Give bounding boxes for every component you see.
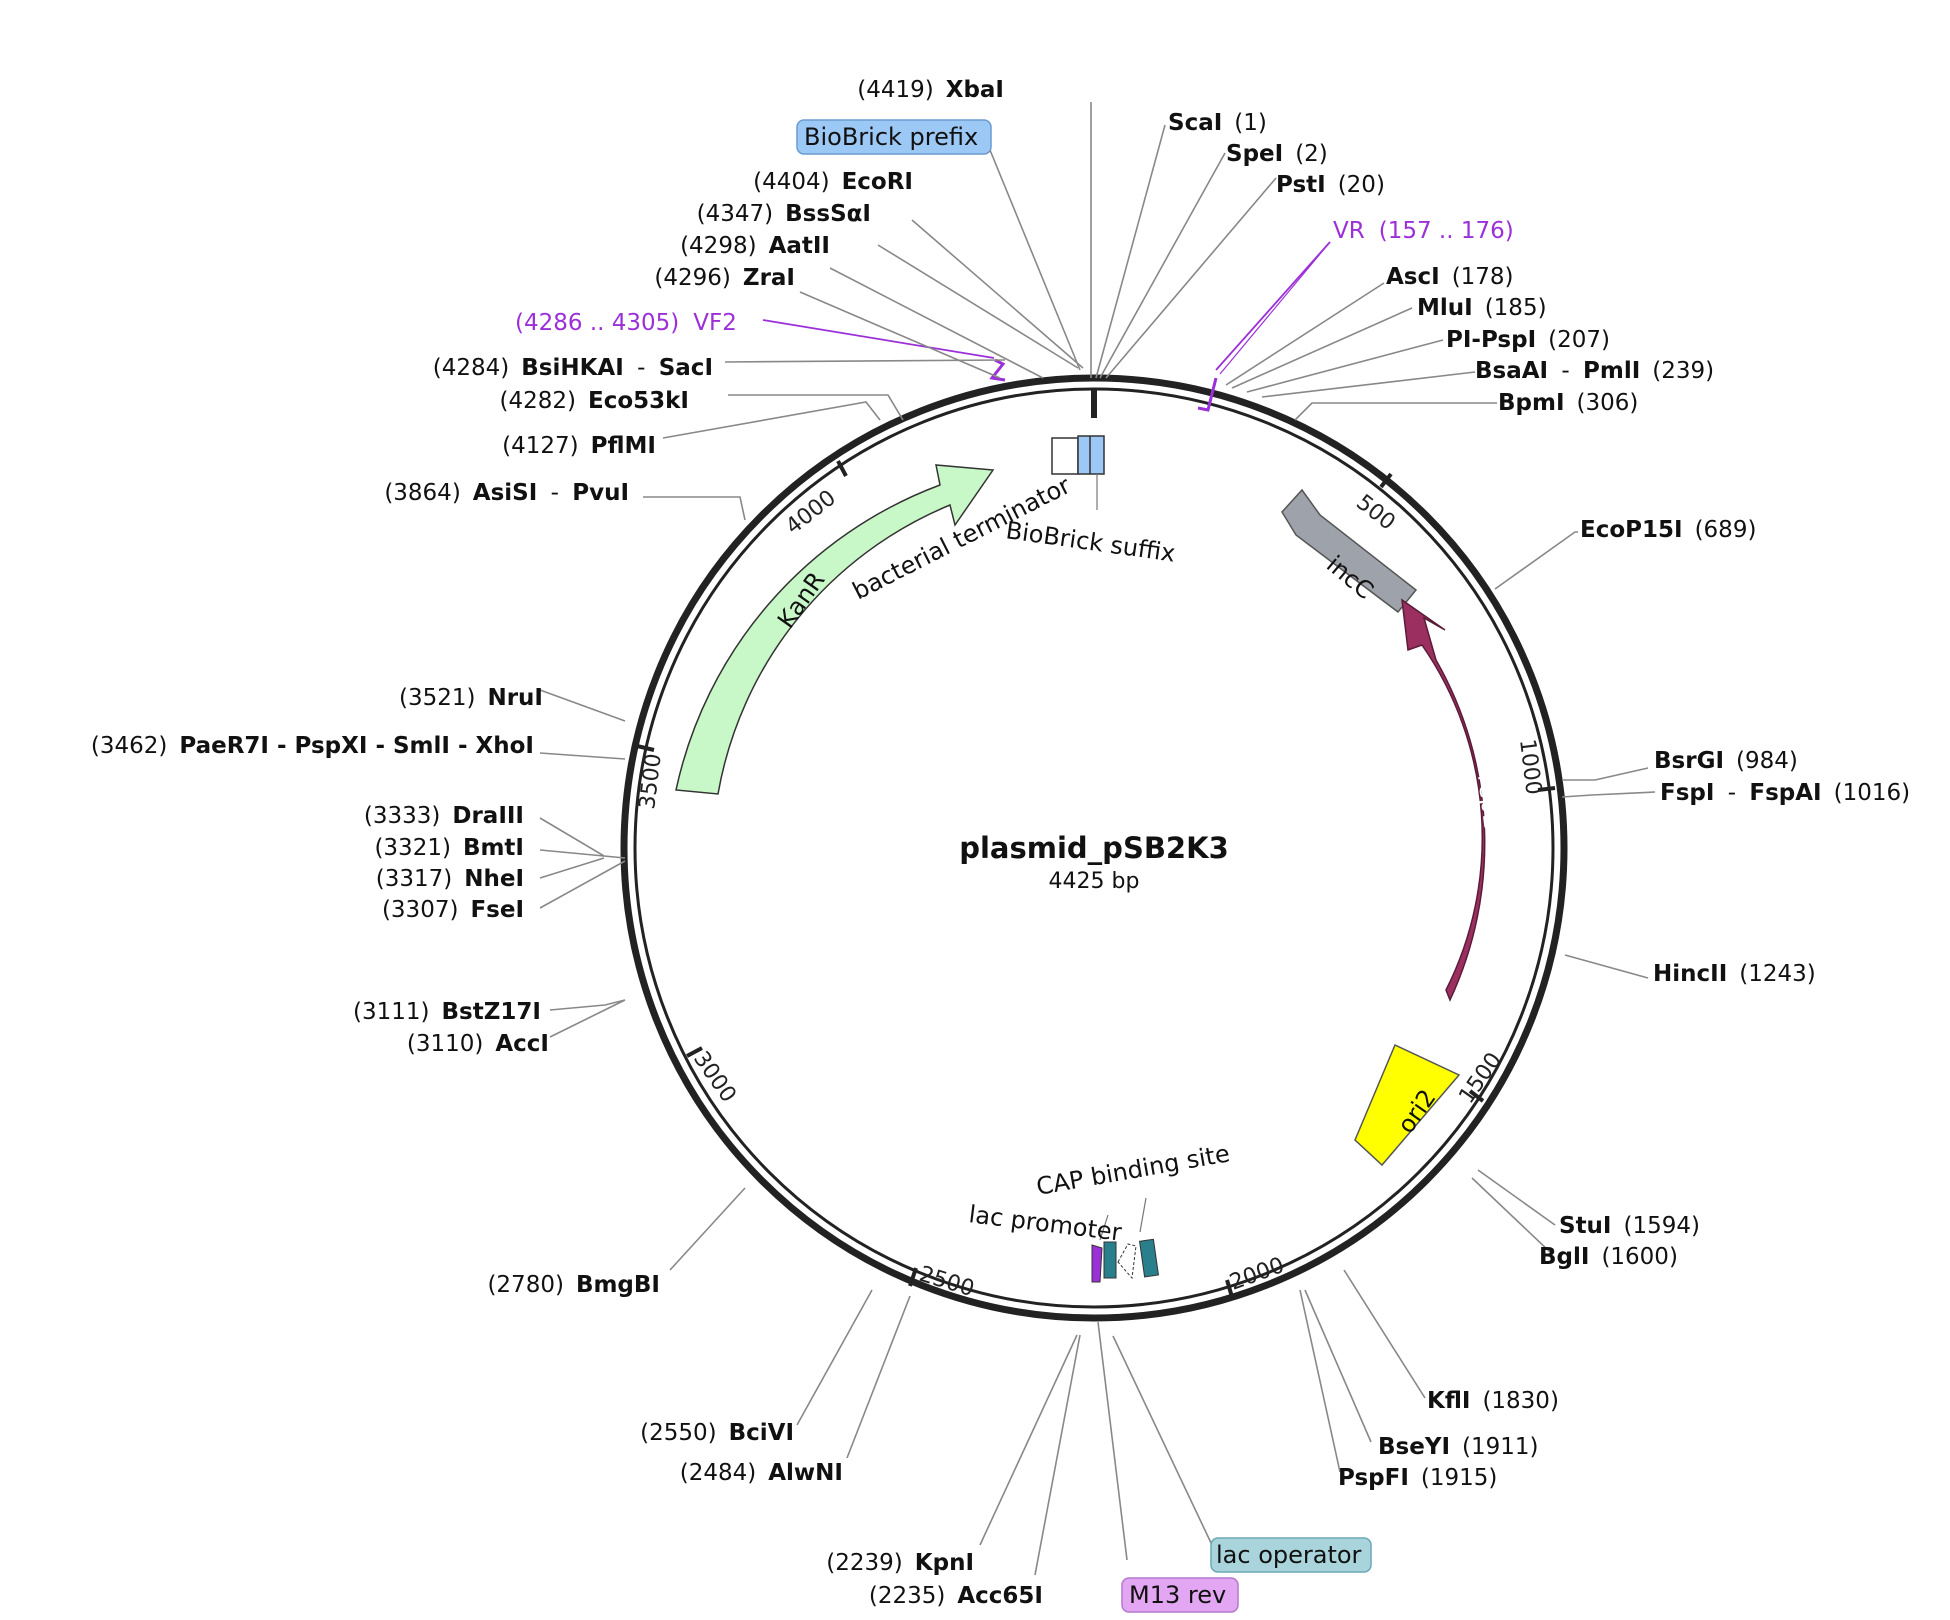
tick-label-3500: 3500 [635,752,667,811]
site-label-Eco53kI: (4282)Eco53kI [500,388,690,414]
site-labels-left: (4419)XbaI (4404)EcoRI (4347)BssSαI (429… [91,77,1043,1609]
lac-operator-label: lac operator [1216,1541,1362,1569]
feature-lac-promoter [1091,1244,1103,1283]
feature-lac-operator [1103,1241,1117,1279]
site-label-PspFI: PspFI(1915) [1338,1465,1497,1491]
leader-lines [539,102,1656,1576]
site-label-BsrGI: BsrGI(984) [1654,748,1798,774]
site-label-StuI: StuI(1594) [1559,1213,1700,1239]
site-label-BstZ17I: (3111)BstZ17I [353,999,541,1025]
site-label-AscI: AscI(178) [1386,264,1514,290]
feature-incC [1281,488,1418,614]
primer-VR-mark [1197,377,1218,412]
site-label-XbaI: (4419)XbaI [857,77,1004,103]
tick-label-1500: 1500 [1454,1048,1507,1108]
tick-mark-3500 [636,744,655,752]
site-label-ZraI: (4296)ZraI [654,265,795,291]
site-label-MluI: MluI(185) [1417,295,1547,321]
site-label-NruI: (3521)NruI [399,685,543,711]
plasmid-name: plasmid_pSB2K3 [959,831,1229,865]
tick-marks [636,390,1556,1298]
tick-mark-3000 [686,1046,703,1058]
feature-label-repE: repE [1472,772,1506,830]
tick-mark-2500 [908,1267,918,1287]
tick-mark-2000 [1225,1279,1234,1298]
primer-label-VF2: (4286 .. 4305) VF2 [515,310,737,336]
tick-mark-1000 [1537,786,1556,792]
primer-label-VR: VR (157 .. 176) [1333,218,1514,244]
feature-bacterial-terminator [1051,437,1079,475]
feature-ori2 [1354,1043,1461,1167]
site-label-FspI-FspAI: FspI - FspAI(1016) [1660,780,1910,806]
site-label-KflI: KflI(1830) [1427,1388,1559,1414]
tick-label-500: 500 [1351,490,1399,536]
site-label-BssSaI: (4347)BssSαI [697,201,871,227]
site-label-BciVI: (2550)BciVI [640,1420,794,1446]
primer-VR-range: (157 .. 176) [1379,218,1514,244]
site-label-PI-PspI: PI-PspI(207) [1446,327,1610,353]
primer-VF2-mark [989,358,1006,382]
site-label-BmtI: (3321)BmtI [374,835,524,861]
feature-repE [1401,598,1486,1002]
site-label-AatII: (4298)AatII [680,233,830,259]
site-label-KpnI: (2239)KpnI [826,1550,974,1576]
site-label-PflMI: (4127)PflMI [502,433,656,459]
tick-mark-4000 [836,460,848,477]
site-label-DraIII: (3333)DraIII [364,803,524,829]
site-label-ScaI: ScaI(1) [1168,110,1267,136]
site-label-AsiSI-PvuI: (3864)AsiSI - PvuI [384,480,629,506]
site-label-HincII: HincII(1243) [1653,961,1816,987]
primer-VF2-range: (4286 .. 4305) [515,310,679,336]
backbone [620,374,1568,1322]
feature-biobrick-suffix [1077,435,1105,475]
plasmid-length: 4425 bp [1049,869,1140,894]
primer-VR-name: VR [1333,218,1365,244]
site-label-EcoP15I: EcoP15I(689) [1580,517,1756,543]
primers: VR (157 .. 176) (4286 .. 4305) VF2 [515,218,1514,412]
site-labels-right: ScaI(1) SpeI(2) PstI(20) AscI(178) MluI(… [1168,110,1910,1491]
site-label-EcoRI: (4404)EcoRI [753,169,913,195]
site-label-BmgBI: (2780)BmgBI [487,1272,660,1298]
site-label-NheI: (3317)NheI [376,866,524,892]
biobrick-prefix-box [796,119,992,155]
site-label-BpmI: BpmI(306) [1498,390,1638,416]
site-label-SpeI: SpeI(2) [1226,141,1328,167]
site-label-AccI: (3110)AccI [407,1031,549,1057]
feature-KanR [675,464,995,795]
site-label-PstI: PstI(20) [1276,172,1385,198]
feature-cap-binding-site [1139,1238,1160,1278]
site-label-XhoI-group: (3462)PaeR7I - PspXI - SmlI - XhoI [91,733,534,759]
site-label-BsaAI-PmlI: BsaAI - PmlI(239) [1475,358,1714,384]
site-label-BglI: BglI(1600) [1539,1244,1678,1270]
site-label-BseYI: BseYI(1911) [1378,1434,1539,1460]
primer-VF2-name: VF2 [693,310,737,336]
lac-operator-box [1210,1537,1372,1573]
label-biobrick-suffix: BioBrick suffix [1004,516,1177,567]
label-lac-promoter: lac promoter [967,1200,1123,1247]
tick-mark-500 [1379,472,1393,489]
site-label-AlwNI: (2484)AlwNI [680,1460,843,1486]
biobrick-prefix-label: BioBrick prefix [804,123,978,151]
feature-m13-rev [1117,1243,1137,1280]
site-label-BsiHKAI-SacI: (4284)BsiHKAI - SacI [433,355,713,381]
boxed-labels: BioBrick prefix lac operator M13 rev [796,119,1372,1613]
site-label-Acc65I: (2235)Acc65I [869,1583,1043,1609]
site-label-FseI: (3307)FseI [382,897,524,923]
label-cap-binding-site: CAP binding site [1034,1139,1232,1201]
m13-rev-label: M13 rev [1129,1581,1226,1609]
tick-mark-1500 [1468,1089,1485,1103]
m13-rev-box [1121,1577,1239,1613]
